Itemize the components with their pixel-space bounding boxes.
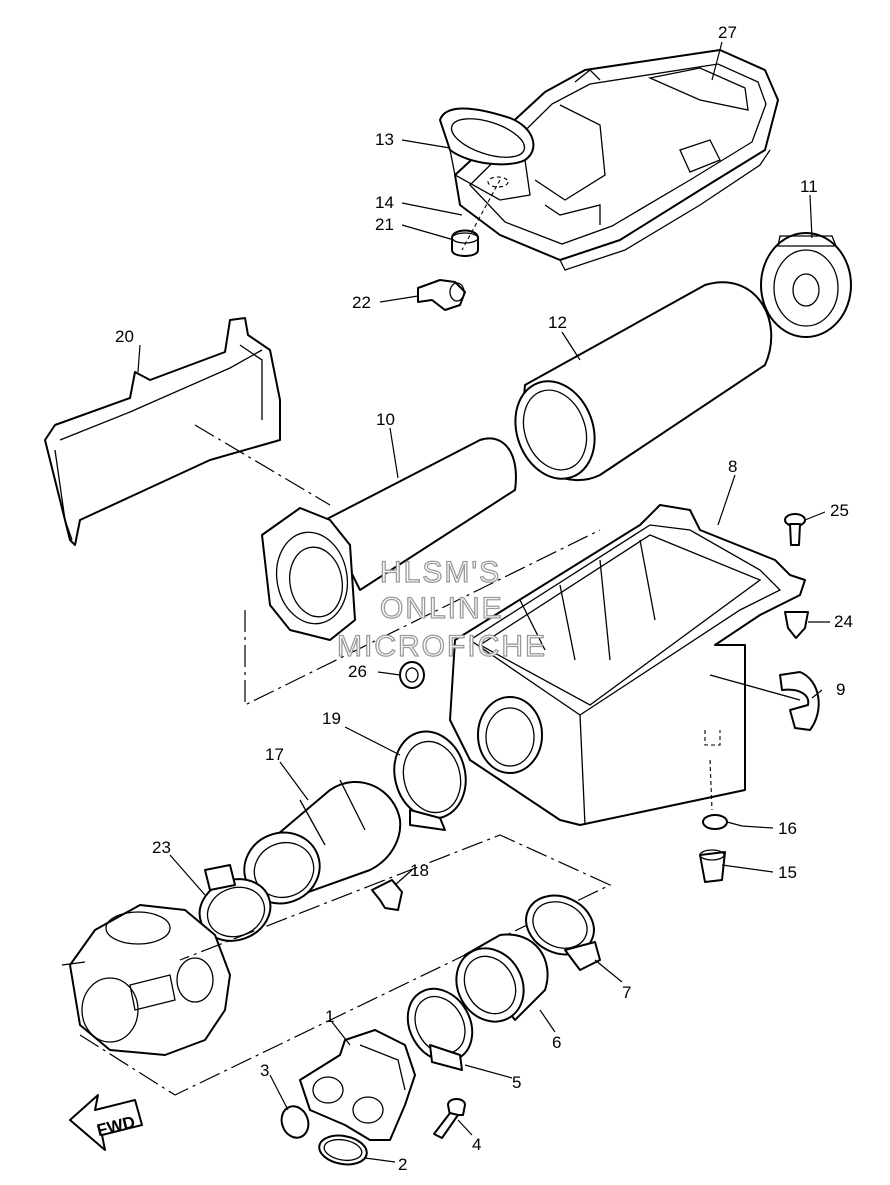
callout-14: 14	[375, 193, 394, 212]
air-box-cover[interactable]	[454, 49, 779, 271]
callout-25: 25	[830, 501, 849, 520]
elbow-fitting-22[interactable]	[417, 279, 466, 311]
carburetor[interactable]	[61, 904, 231, 1056]
elbow-fitting-18[interactable]	[371, 879, 403, 911]
callout-4: 4	[472, 1135, 481, 1154]
clamp-7[interactable]	[516, 885, 603, 971]
callout-15: 15	[778, 863, 797, 882]
air-box-case[interactable]	[449, 504, 806, 826]
callout-22: 22	[352, 293, 371, 312]
callout-6: 6	[552, 1033, 561, 1052]
drain-cap-15[interactable]	[699, 849, 726, 883]
callout-18: 18	[410, 861, 429, 880]
watermark: HLSM'S ONLINE MICROFICHE	[336, 555, 547, 663]
callout-19: 19	[322, 709, 341, 728]
gasket-2[interactable]	[317, 1132, 369, 1168]
callout-27: 27	[718, 23, 737, 42]
watermark-line-3: MICROFICHE	[337, 630, 547, 663]
clamp-5[interactable]	[395, 977, 485, 1073]
screw-25[interactable]	[784, 513, 806, 546]
callout-labels: 27 13 14 21 22 11 12 20 10 8 25 24 26 9 …	[115, 23, 853, 1174]
filter-end-cap[interactable]	[760, 232, 852, 338]
intake-duct[interactable]	[439, 107, 535, 201]
spring-16[interactable]	[702, 814, 743, 830]
callout-17: 17	[265, 745, 284, 764]
filter-inner-10[interactable]	[261, 437, 517, 641]
o-ring-3[interactable]	[277, 1103, 312, 1142]
clamp-23[interactable]	[191, 864, 279, 951]
leader-lines	[137, 41, 830, 1163]
bolt-4[interactable]	[433, 1098, 466, 1139]
intake-manifold-1[interactable]	[299, 1029, 416, 1141]
watermark-line-1: HLSM'S	[380, 556, 501, 589]
side-cover-plate-20[interactable]	[44, 317, 281, 546]
clamp-9[interactable]	[779, 671, 820, 731]
callout-9: 9	[836, 680, 845, 699]
grommet-21[interactable]	[451, 229, 479, 257]
callout-24: 24	[834, 612, 853, 631]
callout-2: 2	[398, 1155, 407, 1174]
callout-10: 10	[376, 410, 395, 429]
grommet-26[interactable]	[399, 661, 425, 689]
callout-1: 1	[325, 1007, 334, 1026]
filter-outer-12[interactable]	[502, 281, 773, 490]
callout-5: 5	[512, 1073, 521, 1092]
callout-16: 16	[778, 819, 797, 838]
fwd-direction-arrow: FWD	[69, 1094, 143, 1151]
intake-boot-17[interactable]	[234, 779, 402, 914]
callout-23: 23	[152, 838, 171, 857]
callout-26: 26	[348, 662, 367, 681]
callout-8: 8	[728, 457, 737, 476]
callout-3: 3	[260, 1061, 269, 1080]
callout-7: 7	[622, 983, 631, 1002]
callout-21: 21	[375, 215, 394, 234]
callout-13: 13	[375, 130, 394, 149]
callout-12: 12	[548, 313, 567, 332]
callout-11: 11	[800, 177, 818, 196]
callout-20: 20	[115, 327, 134, 346]
clip-nut-24[interactable]	[784, 611, 809, 639]
joint-6[interactable]	[443, 933, 549, 1033]
watermark-line-2: ONLINE	[380, 592, 504, 625]
band-19[interactable]	[385, 723, 475, 831]
